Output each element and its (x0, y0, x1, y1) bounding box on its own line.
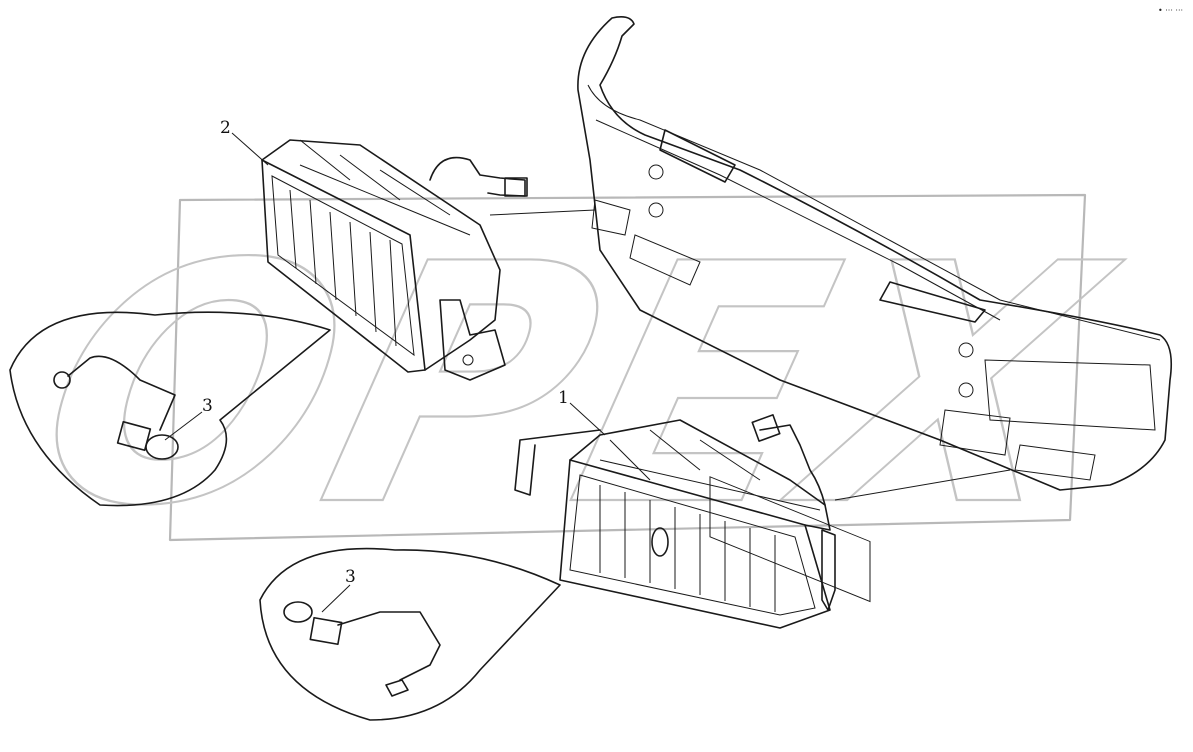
bulb-detail-right (259, 547, 561, 721)
left-terminal-ring (53, 371, 71, 389)
left-lamp-lens-ribs (289, 189, 397, 347)
left-lamp-connector (504, 177, 528, 197)
left-lamp-lens (271, 175, 415, 357)
left-bulb-base (116, 420, 152, 452)
bumper-slot-2 (1014, 444, 1096, 481)
bumper-plate-upper (659, 129, 736, 183)
callout-left-lamp-leader (231, 132, 269, 166)
corner-mark: • ··· ··· (1158, 6, 1183, 15)
bumper-slot-left-2 (629, 234, 701, 286)
right-lamp-connector (751, 414, 781, 442)
bumper-hole-4 (958, 382, 974, 398)
right-lamp-wire (759, 424, 826, 506)
right-bulb-base (309, 616, 343, 646)
right-lamp-lens-ribs (599, 485, 776, 612)
callout-right-bulb-leader (321, 584, 351, 613)
fog-lamp-left (261, 139, 596, 381)
callout-left-lamp: 2 (220, 118, 231, 138)
bumper-outline (577, 16, 1173, 491)
left-lamp-bracket (439, 299, 506, 381)
right-lamp-housing (569, 419, 831, 531)
callout-left-bulb-leader (164, 411, 203, 441)
right-lamp-side-tab (821, 529, 836, 611)
bumper (577, 16, 1173, 603)
bulb-left-icon (145, 434, 179, 460)
watermark-text: OPEX (6, 195, 1142, 579)
left-lamp-housing-fins (299, 139, 471, 236)
right-bulb-detail-outline (259, 547, 561, 721)
bulb-right-icon (283, 601, 313, 623)
bumper-center-panel (709, 476, 871, 603)
left-lamp-bolt (462, 354, 474, 366)
callout-right-lamp: 1 (558, 388, 569, 408)
right-lamp-housing-fins (599, 429, 821, 511)
bumper-plate-lower (879, 281, 986, 323)
right-terminal (385, 679, 409, 697)
right-lamp-leader-to-bumper (834, 469, 1011, 501)
callout-left-bulb: 3 (202, 396, 213, 416)
bumper-slot-left (591, 199, 631, 236)
bumper-right-panel (984, 359, 1156, 431)
left-lamp-leader-to-bumper (489, 209, 596, 216)
left-bulb-detail-outline (9, 311, 331, 507)
callout-right-bulb: 3 (345, 567, 356, 587)
bumper-slot-1 (939, 409, 1011, 456)
bumper-top-crease (587, 84, 1161, 341)
left-bulb-wire (67, 355, 176, 431)
bumper-hole-2 (648, 202, 664, 218)
left-lamp-lens-frame (261, 159, 426, 373)
right-lamp-center-boss (651, 527, 669, 557)
callout-right-lamp-leader (569, 402, 606, 436)
right-lamp-lens (569, 474, 816, 616)
bumper-hole-3 (958, 342, 974, 358)
watermark-frame (168, 193, 1087, 542)
right-lamp-bracket (514, 429, 601, 496)
fog-lamp-right (514, 414, 1011, 629)
left-lamp-wire (429, 156, 526, 197)
right-bulb-wire (337, 611, 441, 681)
bumper-hole-1 (648, 164, 664, 180)
watermark: OPEX (5, 193, 1143, 580)
right-lamp-lens-frame (559, 459, 831, 629)
bumper-mid-crease (595, 119, 1001, 321)
bulb-detail-left (9, 311, 331, 507)
